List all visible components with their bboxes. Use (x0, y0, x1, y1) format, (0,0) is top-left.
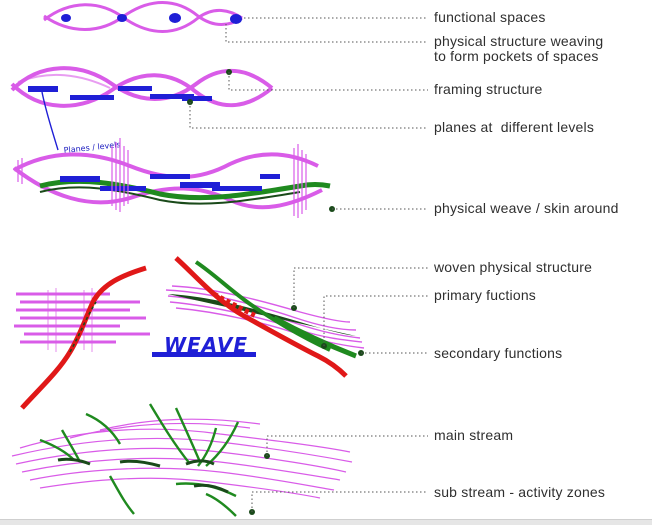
primary-function-bars (14, 292, 150, 344)
label-physical-structure-weaving: physical structure weaving (434, 33, 604, 49)
weave-underline (152, 352, 256, 357)
space-dot (61, 14, 71, 22)
sketch-functional-spaces (43, 1, 243, 33)
frame-strand-lower (10, 73, 274, 108)
plane-bar (28, 86, 58, 92)
label-main-stream: main stream (434, 427, 514, 443)
sketch-woven-structure-right (165, 256, 365, 378)
weave-strand-lower (43, 1, 243, 31)
plane-bar (118, 86, 152, 91)
leader-planes (189, 102, 428, 129)
sketch-physical-weave (12, 138, 335, 218)
activity-zone-marks (57, 457, 229, 494)
leader-main-stream (266, 435, 428, 456)
page-bottom-edge (0, 519, 652, 525)
plane-bar (180, 182, 220, 188)
weave-lettering: WEAVE (152, 333, 256, 357)
plane-bar (212, 186, 262, 191)
secondary-red-dashes (212, 291, 258, 319)
label-functional-spaces: functional spaces (434, 9, 546, 25)
leader-weaving (225, 24, 428, 43)
label-planes-at-levels: planes at different levels (434, 119, 595, 135)
secondary-green-strand (194, 260, 331, 352)
plane-bar (70, 95, 114, 100)
plane-bar (150, 174, 190, 179)
skin-strand-upper (13, 152, 319, 180)
leader-lines (189, 17, 428, 512)
label-primary-functions: primary fuctions (434, 287, 537, 303)
frame-strand-sketch (17, 73, 111, 89)
space-dot (230, 14, 242, 24)
plane-bar (100, 186, 146, 191)
label-framing-structure: framing structure (434, 81, 543, 97)
skin-dark-band (39, 186, 301, 205)
sketch-streams (11, 403, 353, 517)
plane-bar (150, 94, 194, 99)
label-pockets-of-spaces: to form pockets of spaces (434, 48, 599, 64)
secondary-red-strand (174, 256, 348, 378)
leader-primary (323, 295, 428, 346)
frame-strand-upper (10, 66, 274, 101)
label-sub-stream: sub stream - activity zones (434, 484, 606, 500)
secondary-green-strand-lower (272, 315, 357, 359)
label-physical-weave: physical weave / skin around (434, 200, 619, 216)
skin-hatching (17, 138, 307, 218)
plane-bar (60, 176, 100, 182)
woven-red-strand (20, 265, 147, 410)
leader-sub-stream (251, 491, 428, 512)
thin-structure-line (168, 294, 356, 336)
space-dot (169, 13, 181, 23)
weave-strand-upper (43, 3, 243, 33)
plane-bar (182, 96, 212, 101)
label-woven-physical-structure: woven physical structure (434, 259, 593, 275)
plane-bar (260, 174, 280, 179)
planes-pointer-line (41, 91, 59, 151)
space-dot (117, 14, 127, 22)
leader-woven (293, 267, 428, 308)
sketch-woven-structure-left (14, 265, 150, 410)
label-secondary-functions: secondary functions (434, 345, 563, 361)
skin-strand-lower (12, 166, 323, 210)
sketch-framing-structure: Planes / levels (10, 66, 274, 155)
main-stream-lines (11, 418, 353, 499)
